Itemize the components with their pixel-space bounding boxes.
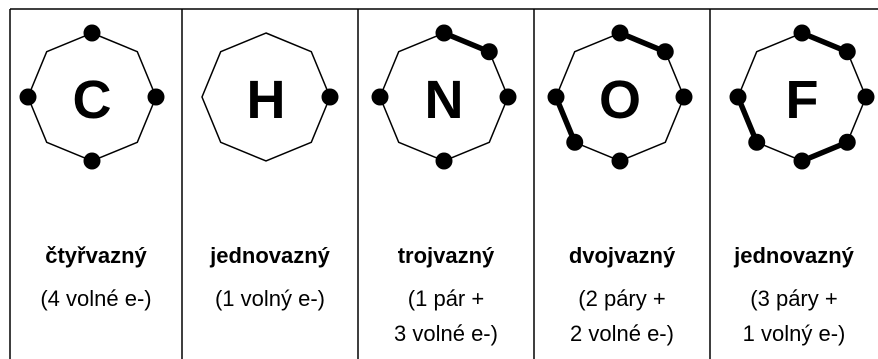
electron-dot [435, 152, 453, 170]
electron-dot [147, 88, 165, 106]
element-symbol: H [247, 70, 286, 130]
electron-dot [547, 88, 565, 106]
electron-description-line1: (1 pár + [407, 286, 485, 311]
electron-dot [83, 24, 101, 42]
element-column-fluorine: F jednovazný (3 páry + 1 volný e-) [710, 0, 878, 359]
electron-dot [499, 88, 517, 106]
valence-label: dvojvazný [568, 243, 676, 268]
electron-dot [371, 88, 389, 106]
electron-dot [480, 43, 498, 61]
element-symbol: C [73, 70, 112, 130]
octagon-outline [201, 32, 331, 162]
valence-label: čtyřvazný [45, 243, 147, 268]
element-symbol: O [599, 70, 641, 130]
electron-description-line2: 2 volné e-) [570, 321, 674, 346]
electron-description-line1: (1 volný e-) [214, 286, 326, 311]
electron-dot [19, 88, 37, 106]
electron-dot [793, 152, 811, 170]
electron-dot [656, 43, 674, 61]
octagon-diagram-nitrogen: N [371, 24, 517, 170]
electron-description-line2: 1 volný e-) [742, 321, 846, 346]
element-column-nitrogen: N trojvazný (1 pár + 3 volné e-) [358, 0, 534, 359]
electron-dot [435, 24, 453, 42]
electron-dot [793, 24, 811, 42]
octagon-diagram-carbon: C [19, 24, 165, 170]
valence-label: jednovazný [210, 243, 330, 268]
electron-dot [748, 133, 766, 151]
octagon-diagram-hydrogen: H [201, 32, 339, 162]
electron-dot [838, 133, 856, 151]
electron-dot [611, 152, 629, 170]
octagon-diagram-fluorine: F [729, 24, 875, 170]
electron-dot [857, 88, 875, 106]
element-symbol: F [786, 70, 819, 130]
element-column-hydrogen: H jednovazný (1 volný e-) [182, 0, 358, 359]
valence-label: jednovazný [734, 243, 854, 268]
electron-dot [675, 88, 693, 106]
electron-description-line1: (2 páry + [578, 286, 666, 311]
octagon-diagram-oxygen: O [547, 24, 693, 170]
electron-description-line1: (4 volné e-) [40, 286, 152, 311]
electron-description-line1: (3 páry + [750, 286, 838, 311]
electron-dot [729, 88, 747, 106]
element-column-carbon: C čtyřvazný (4 volné e-) [10, 0, 182, 359]
electron-description-line2: 3 volné e-) [394, 321, 498, 346]
electron-dot [611, 24, 629, 42]
electron-dot [566, 133, 584, 151]
electron-dot [321, 88, 339, 106]
element-column-oxygen: O dvojvazný (2 páry + 2 volné e-) [534, 0, 710, 359]
electron-dot [838, 43, 856, 61]
valence-label: trojvazný [397, 243, 495, 268]
electron-dot [83, 152, 101, 170]
element-symbol: N [425, 70, 464, 130]
